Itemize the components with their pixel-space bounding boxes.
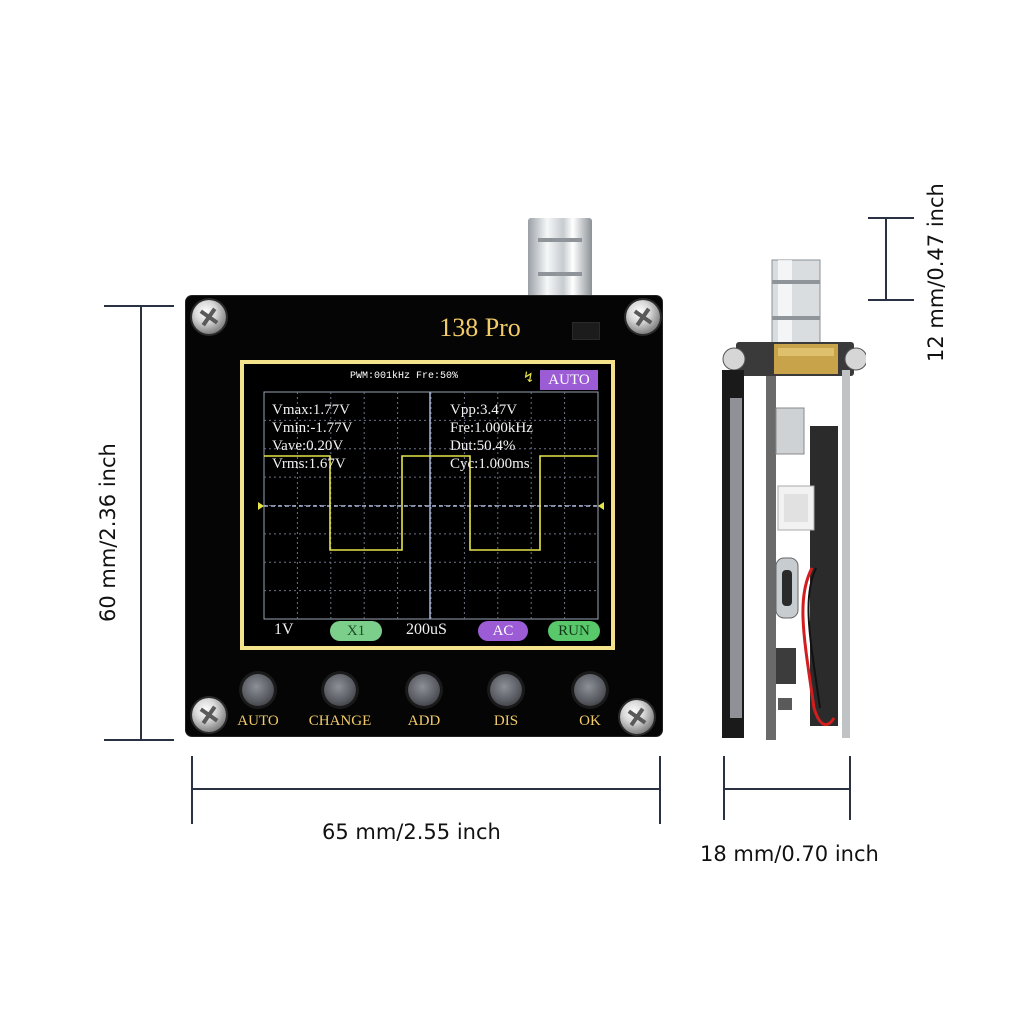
trigger-level-marker-left bbox=[258, 502, 264, 510]
oscilloscope-screen: PWM:001kHz Fre:50% ↯ AUTO Vmax:1.77V Vmi… bbox=[240, 360, 615, 650]
screw-icon bbox=[722, 347, 746, 371]
depth-dim-label: 18 mm/0.70 inch bbox=[700, 842, 879, 866]
model-name: 138 Pro bbox=[439, 313, 521, 342]
screw-icon bbox=[192, 698, 226, 732]
pcb-edge bbox=[766, 376, 776, 740]
bnc-connector-front bbox=[528, 218, 592, 300]
measurement-vmax: Vmax:1.77V bbox=[272, 402, 350, 418]
measurement-dut: Dut:50.4% bbox=[450, 438, 516, 454]
screw-icon bbox=[626, 300, 660, 334]
height-dim-tick-top bbox=[104, 305, 174, 307]
add-button[interactable] bbox=[408, 674, 440, 706]
height-dim-label: 60 mm/2.36 inch bbox=[96, 443, 120, 622]
ok-button[interactable] bbox=[574, 674, 606, 706]
grid-lines bbox=[264, 392, 598, 619]
measurement-vave: Vave:0.20V bbox=[272, 438, 344, 454]
pcb-component bbox=[778, 698, 792, 710]
dis-button-label: DIS bbox=[493, 713, 519, 729]
mode-badge: AUTO bbox=[540, 370, 598, 390]
battery bbox=[810, 426, 838, 726]
probe-pill: X1 bbox=[330, 621, 382, 641]
trigger-level-marker-right bbox=[598, 502, 604, 510]
measurement-vrms: Vrms:1.67V bbox=[272, 456, 346, 472]
auto-button-label: AUTO bbox=[237, 713, 279, 729]
ok-button-label: OK bbox=[579, 713, 601, 729]
back-plate-side bbox=[842, 370, 850, 738]
measurement-fre: Fre:1.000kHz bbox=[450, 420, 533, 436]
screen-edge bbox=[730, 398, 742, 718]
depth-dim-tick-left bbox=[723, 756, 725, 820]
width-dim-label: 65 mm/2.55 inch bbox=[322, 820, 501, 844]
volts-per-div: 1V bbox=[274, 621, 294, 638]
connector-dim-tick-top bbox=[868, 217, 914, 219]
measurement-vmin: Vmin:-1.77V bbox=[272, 420, 353, 436]
waveform-display bbox=[258, 391, 604, 620]
pcb-component bbox=[776, 648, 796, 684]
time-per-div: 200uS bbox=[406, 621, 447, 638]
screw-icon bbox=[844, 347, 866, 371]
sensor-window bbox=[572, 322, 600, 340]
pwm-status: PWM:001kHz Fre:50% bbox=[350, 371, 459, 382]
trigger-icon: ↯ bbox=[524, 370, 534, 387]
connector-dim-line bbox=[885, 218, 887, 300]
connector-dim-tick-bottom bbox=[868, 299, 914, 301]
signal-trace bbox=[264, 455, 598, 551]
change-button-label: CHANGE bbox=[308, 713, 372, 729]
power-switch bbox=[775, 407, 805, 455]
add-button-label: ADD bbox=[407, 713, 441, 729]
connector-dim-label: 12 mm/0.47 inch bbox=[924, 183, 948, 362]
battery-wire-red bbox=[801, 567, 836, 726]
auto-button[interactable] bbox=[242, 674, 274, 706]
run-state-pill: RUN bbox=[548, 621, 600, 641]
height-dim-line bbox=[140, 306, 142, 740]
measurement-cyc: Cyc:1.000ms bbox=[450, 456, 530, 472]
height-dim-tick-bottom bbox=[104, 739, 174, 741]
width-dim-tick-right bbox=[659, 756, 661, 824]
measurement-vpp: Vpp:3.47V bbox=[450, 402, 518, 418]
width-dim-tick-left bbox=[191, 756, 193, 824]
depth-dim-tick-right bbox=[849, 756, 851, 820]
dis-button[interactable] bbox=[490, 674, 522, 706]
width-dim-line bbox=[192, 788, 660, 790]
depth-dim-line bbox=[724, 788, 850, 790]
screw-icon bbox=[620, 700, 654, 734]
change-button[interactable] bbox=[324, 674, 356, 706]
coupling-pill: AC bbox=[478, 621, 528, 641]
device-side-view bbox=[722, 259, 866, 740]
screw-icon bbox=[192, 300, 226, 334]
battery-wire-black bbox=[807, 567, 821, 709]
